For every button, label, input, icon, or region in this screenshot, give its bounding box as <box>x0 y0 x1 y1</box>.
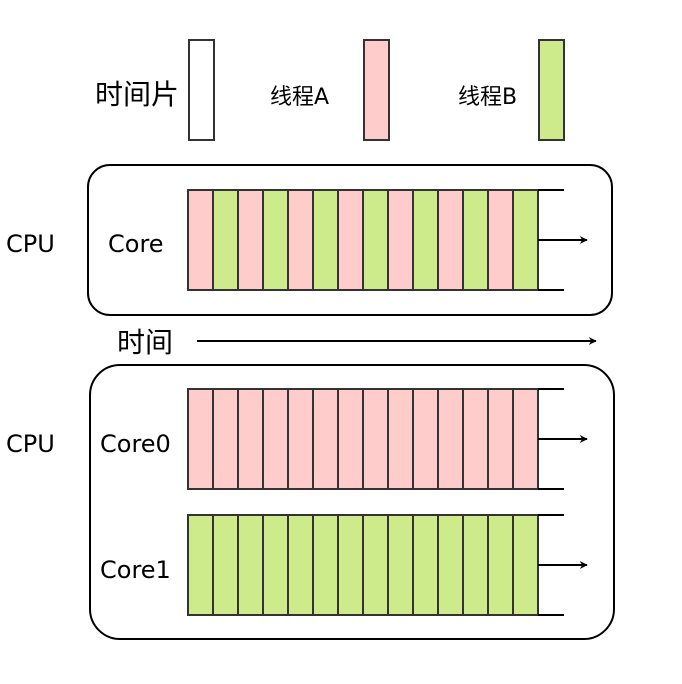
single-core-label: Core <box>108 230 164 258</box>
single-cpu-box <box>87 164 613 316</box>
core0-slot-thread-a <box>437 388 464 490</box>
core1-label: Core1 <box>100 556 171 584</box>
core1-track <box>187 514 539 616</box>
core1-slot-thread-b <box>212 514 239 616</box>
single-core-slot-thread-a <box>487 189 514 291</box>
single-core-track <box>187 189 539 291</box>
single-core-slot-thread-b <box>512 189 539 291</box>
dual-core-cpu: CPU Core0 Core1 <box>6 364 615 640</box>
dual-cpu-label: CPU <box>6 430 55 458</box>
core0-slot-thread-a <box>262 388 289 490</box>
core1-slot-thread-b <box>437 514 464 616</box>
dual-cpu-box <box>89 364 615 640</box>
single-core-slot-thread-a <box>287 189 314 291</box>
core0-slot-thread-a <box>512 388 539 490</box>
core1-slot-thread-b <box>337 514 364 616</box>
core0-slot-thread-a <box>362 388 389 490</box>
core1-slot-thread-b <box>287 514 314 616</box>
core0-slot-thread-a <box>187 388 214 490</box>
single-cpu-label: CPU <box>6 230 55 258</box>
core1-slot-thread-b <box>237 514 264 616</box>
core0-slot-thread-a <box>337 388 364 490</box>
core1-slot-thread-b <box>387 514 414 616</box>
single-core-slot-thread-b <box>362 189 389 291</box>
single-core-slot-thread-a <box>187 189 214 291</box>
core1-slot-thread-b <box>362 514 389 616</box>
core0-track <box>187 388 539 490</box>
core0-slot-thread-a <box>412 388 439 490</box>
single-core-slot-thread-a <box>387 189 414 291</box>
single-core-slot-thread-b <box>212 189 239 291</box>
single-core-slot-thread-a <box>337 189 364 291</box>
legend-time-slice-label: 时间片 <box>95 78 179 111</box>
core1-slot-thread-b <box>187 514 214 616</box>
single-core-slot-thread-b <box>312 189 339 291</box>
core1-slot-thread-b <box>512 514 539 616</box>
legend-time-slice-swatch <box>188 39 215 141</box>
single-core-slot-thread-b <box>412 189 439 291</box>
core0-slot-thread-a <box>312 388 339 490</box>
core0-slot-thread-a <box>212 388 239 490</box>
core0-slot-thread-a <box>387 388 414 490</box>
legend-thread-b-label: 线程B <box>458 85 517 110</box>
single-core-cpu: CPU Core <box>6 164 613 316</box>
legend-thread-b-swatch <box>538 39 565 141</box>
core0-label: Core0 <box>100 430 171 458</box>
core1-slot-thread-b <box>412 514 439 616</box>
single-core-slot-thread-b <box>462 189 489 291</box>
core1-slot-thread-b <box>312 514 339 616</box>
single-core-slot-thread-a <box>237 189 264 291</box>
time-axis: 时间 <box>117 326 597 359</box>
core0-slot-thread-a <box>487 388 514 490</box>
core0-slot-thread-a <box>237 388 264 490</box>
single-core-slot-thread-a <box>437 189 464 291</box>
legend: 时间片 线程A 线程B <box>95 39 565 141</box>
legend-thread-a-swatch <box>363 39 390 141</box>
core0-slot-thread-a <box>287 388 314 490</box>
core1-slot-thread-b <box>462 514 489 616</box>
core1-slot-thread-b <box>262 514 289 616</box>
time-axis-label: 时间 <box>117 326 173 359</box>
legend-thread-a-label: 线程A <box>270 85 329 110</box>
core1-slot-thread-b <box>487 514 514 616</box>
core0-slot-thread-a <box>462 388 489 490</box>
single-core-slot-thread-b <box>262 189 289 291</box>
